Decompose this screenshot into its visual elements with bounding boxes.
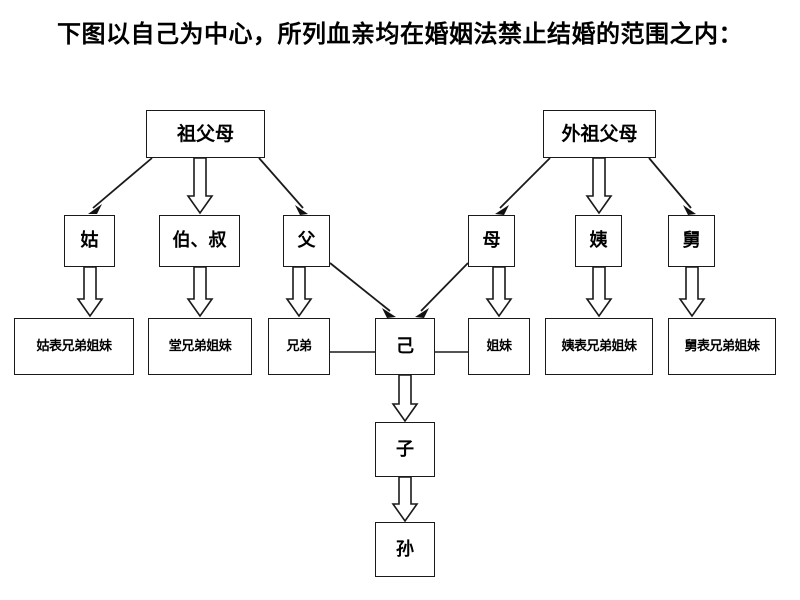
node-paternal-grandparents[interactable]: 祖父母 [146,110,265,158]
node-son[interactable]: 子 [375,422,435,477]
edge-self-to-son [391,374,419,423]
edge-grandparents-to-aunt-paternal [88,157,153,214]
node-father[interactable]: 父 [283,215,330,267]
node-cousins-maternal-aunt[interactable]: 姨表兄弟姐妹 [545,318,653,375]
node-grandson[interactable]: 孙 [375,522,435,577]
edge-son-to-grandson [391,476,419,523]
edge-maternal-grandparents-to-aunt-maternal [585,157,613,215]
edge-father-to-brother [285,266,313,318]
node-sister[interactable]: 姐妹 [468,318,530,375]
edge-mother-to-sister [485,266,513,318]
node-mother[interactable]: 母 [468,215,515,267]
page-title: 下图以自己为中心，所列血亲均在婚姻法禁止结婚的范围之内： [57,19,743,48]
node-cousins-paternal-aunt[interactable]: 姑表兄弟姐妹 [14,318,134,375]
edge-aunt-paternal-to-cousins [76,266,104,318]
edge-grandparents-to-father [258,157,308,215]
node-aunt-maternal[interactable]: 姨 [575,215,622,267]
node-self[interactable]: 己 [375,318,435,375]
node-uncle-paternal[interactable]: 伯、叔 [159,215,240,267]
node-maternal-grandparents[interactable]: 外祖父母 [543,110,656,158]
edge-uncle-paternal-to-cousins [186,266,214,318]
node-aunt-paternal[interactable]: 姑 [64,215,115,267]
node-uncle-maternal[interactable]: 舅 [668,215,715,267]
edge-maternal-grandparents-to-uncle-maternal [648,157,696,215]
node-cousins-maternal-uncle[interactable]: 舅表兄弟姐妹 [668,318,776,375]
node-cousins-paternal-uncle[interactable]: 堂兄弟姐妹 [148,318,252,375]
edge-aunt-maternal-to-cousins [585,266,613,318]
edge-mother-to-self [415,262,469,318]
node-brother[interactable]: 兄弟 [268,318,330,375]
edge-maternal-grandparents-to-mother [495,157,551,215]
edge-uncle-maternal-to-cousins [678,266,706,318]
edge-father-to-self [329,262,396,318]
edge-grandparents-to-uncle-paternal [186,157,214,215]
